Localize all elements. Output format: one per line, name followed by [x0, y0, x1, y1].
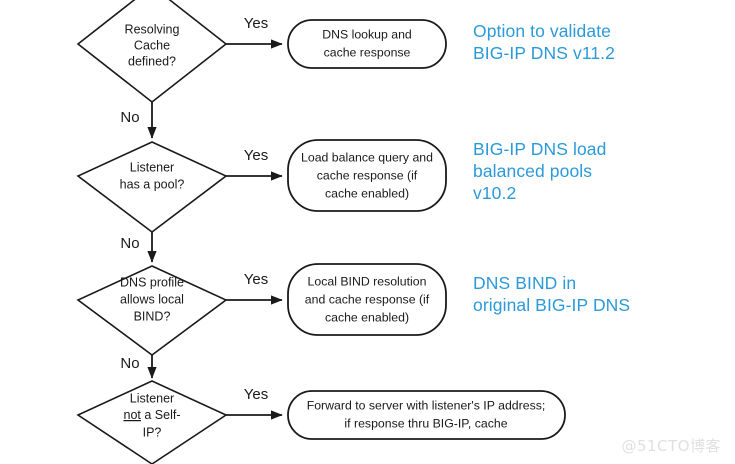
decision-text-row-4-line-1: Listener — [130, 391, 174, 405]
annotation-row-1: Option to validate BIG-IP DNS v11.2 — [473, 21, 615, 63]
decision-node-row-3[interactable]: DNS profile allows local BIND? — [76, 265, 228, 356]
action-text-row-3-line-1: Local BIND resolution — [308, 274, 427, 288]
action-node-row-3[interactable]: Local BIND resolution and cache response… — [287, 263, 447, 336]
decision-text-row-3-line-2: allows local — [120, 292, 184, 306]
annotation-row-2: BIG-IP DNS load balanced pools v10.2 — [473, 139, 607, 203]
edge-label-no-row-3: No — [120, 355, 139, 372]
decision-text-row-1-line-3: defined? — [128, 54, 176, 68]
decision-text-row-4-line-2: not a Self- — [124, 408, 181, 422]
decision-text-row-1-line-1: Resolving — [125, 22, 180, 36]
edge-label-yes-row-2: Yes — [244, 147, 268, 164]
decision-text-row-1-line-2: Cache — [134, 38, 170, 52]
action-text-row-1-line-2: cache response — [324, 45, 411, 59]
decision-text-row-3-line-3: BIND? — [134, 309, 171, 323]
annotation-row-3: DNS BIND in original BIG-IP DNS — [473, 273, 631, 315]
watermark: @51CTO博客 — [621, 437, 721, 455]
decision-text-row-4-line-2-rest: a Self- — [141, 408, 181, 422]
decision-text-row-3-line-1: DNS profile — [120, 275, 184, 289]
action-text-row-2-line-3: cache enabled) — [325, 186, 409, 200]
decision-text-row-2-line-2: has a pool? — [120, 177, 185, 191]
action-text-row-3-line-2: and cache response (if — [305, 292, 430, 306]
action-text-row-1-line-1: DNS lookup and — [322, 27, 412, 41]
action-text-row-4-line-1: Forward to server with listener's IP add… — [307, 398, 546, 412]
decision-text-row-2-line-1: Listener — [130, 160, 174, 174]
action-node-row-1[interactable]: DNS lookup and cache response — [287, 19, 447, 69]
action-node-row-4[interactable]: Forward to server with listener's IP add… — [287, 390, 566, 440]
decision-node-row-1[interactable]: Resolving Cache defined? — [76, 0, 228, 104]
edge-label-no-row-2: No — [120, 235, 139, 252]
action-text-row-2-line-2: cache response (if — [317, 168, 418, 182]
action-node-row-2[interactable]: Load balance query and cache response (i… — [287, 139, 447, 212]
decision-node-row-4[interactable]: Listener not a Self- IP? — [76, 380, 228, 464]
edge-label-yes-row-3: Yes — [244, 271, 268, 288]
edge-label-yes-row-1: Yes — [244, 15, 268, 32]
action-text-row-3-line-3: cache enabled) — [325, 310, 409, 324]
decision-text-row-4-line-3: IP? — [143, 425, 162, 439]
edge-label-no-row-1: No — [120, 109, 139, 126]
edge-label-yes-row-4: Yes — [244, 386, 268, 403]
action-text-row-4-line-2: if response thru BIG-IP, cache — [344, 416, 507, 430]
decision-text-row-4-underlined-word: not — [124, 408, 142, 422]
decision-node-row-2[interactable]: Listener has a pool? — [76, 141, 228, 234]
action-text-row-2-line-1: Load balance query and — [301, 150, 433, 164]
